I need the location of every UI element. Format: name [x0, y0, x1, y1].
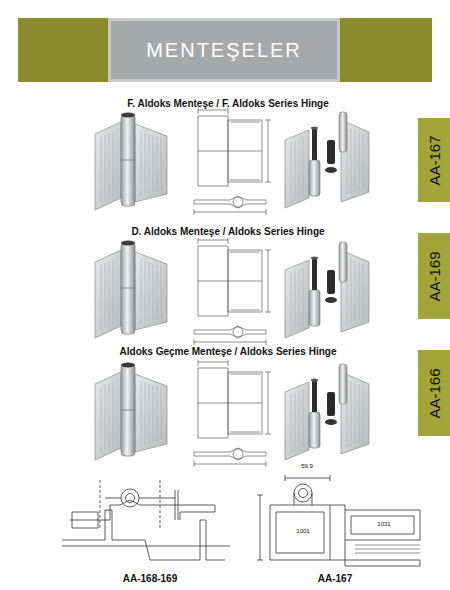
technical-drawing: [194, 238, 271, 345]
technical-drawing: [194, 108, 271, 215]
side-tab: AA-167: [418, 118, 450, 202]
section-heading: F. Aldoks Menteşe / F. Aldoks Series Hin…: [127, 98, 329, 109]
product-code: AA-166: [426, 368, 443, 418]
side-tab: AA-166: [418, 350, 450, 436]
hinge-3d: [95, 113, 167, 211]
side-tab: AA-169: [418, 233, 450, 319]
header-band: [18, 18, 432, 82]
section-drawing: [257, 475, 420, 566]
header-box: MENTEŞELER: [108, 18, 340, 82]
exploded-parts: [285, 112, 369, 208]
section-heading: D. Aldoks Menteşe / Aldoks Series Hinge: [131, 226, 324, 237]
product-code: AA-169: [426, 251, 443, 301]
hinge-3d: [95, 241, 167, 339]
hinge-3d: [95, 363, 167, 461]
dimension: 59.9: [301, 463, 313, 469]
section-heading: Aldoks Geçme Menteşe / Aldoks Series Hin…: [120, 346, 337, 357]
technical-drawing: [194, 360, 271, 467]
exploded-parts: [285, 364, 369, 460]
product-code: AA-167: [426, 135, 443, 185]
part-number: 1031: [377, 521, 390, 527]
drawing-caption: AA-167: [318, 573, 352, 584]
section-drawing: [62, 480, 230, 560]
drawing-caption: AA-168-169: [123, 573, 177, 584]
exploded-parts: [285, 242, 369, 338]
page-title: MENTEŞELER: [146, 39, 302, 62]
part-number: 1001: [296, 528, 309, 534]
